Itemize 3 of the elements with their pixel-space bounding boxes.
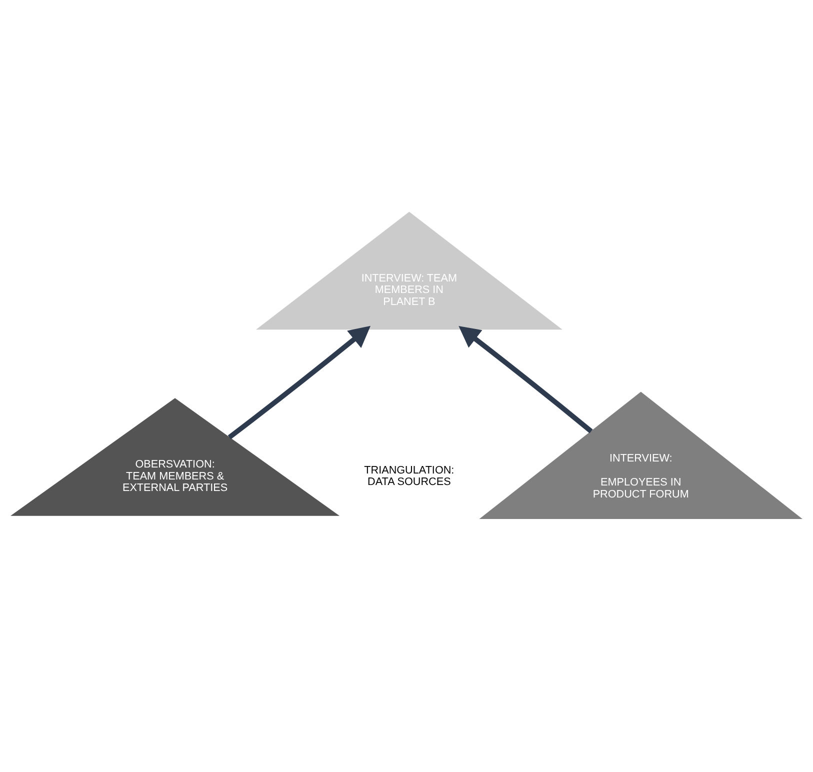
arrow [228, 325, 371, 439]
label: TRIANGULATION: DATA SOURCES [364, 464, 454, 488]
arrow [458, 326, 593, 433]
